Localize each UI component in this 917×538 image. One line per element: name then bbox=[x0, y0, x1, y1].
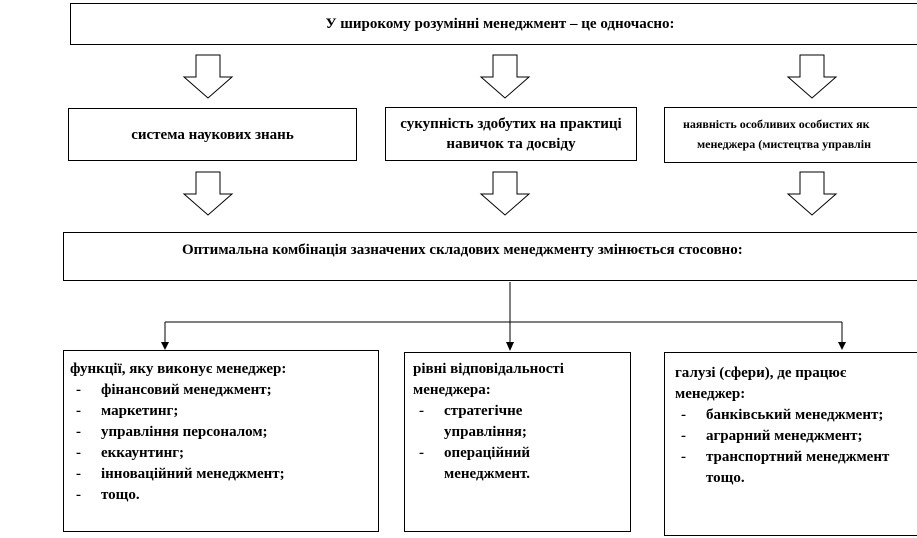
hollow-arrow-down bbox=[479, 54, 531, 99]
list-item: інноваційний менеджмент; bbox=[70, 464, 372, 485]
list-item: стратегічне управління; bbox=[413, 401, 590, 443]
factor-list: банківський менеджмент; аграрний менеджм… bbox=[675, 405, 917, 489]
list-item: операційний менеджмент. bbox=[413, 443, 590, 485]
list-item: еккаунтинг; bbox=[70, 443, 372, 464]
hollow-arrow-down bbox=[182, 171, 234, 216]
factor-heading: функції, яку виконує менеджер: bbox=[70, 361, 287, 377]
factor-box-responsibility: рівні відповідальності менеджера: страте… bbox=[404, 352, 631, 532]
component-box-knowledge: система наукових знань bbox=[68, 108, 357, 161]
list-item: маркетинг; bbox=[70, 401, 372, 422]
list-item: аграрний менеджмент; bbox=[675, 426, 917, 447]
component-text: менеджера (мистецтва управлін bbox=[697, 137, 872, 151]
hollow-arrow-down bbox=[479, 171, 531, 216]
factor-list: фінансовий менеджмент; маркетинг; управл… bbox=[70, 380, 372, 506]
factor-box-function: функції, яку виконує менеджер: фінансови… bbox=[63, 350, 379, 532]
arrowhead bbox=[838, 342, 846, 350]
hollow-arrow-down bbox=[182, 54, 234, 99]
component-text: сукупність здобутих на практиці навичок … bbox=[400, 116, 622, 152]
list-item: тощо. bbox=[70, 485, 372, 506]
hollow-arrow-down bbox=[786, 54, 838, 99]
component-box-experience: сукупність здобутих на практиці навичок … bbox=[385, 107, 637, 161]
factor-heading: галузі (сфери), де працює менеджер: bbox=[675, 365, 847, 402]
arrowhead bbox=[506, 342, 514, 351]
list-item: банківський менеджмент; bbox=[675, 405, 917, 426]
factor-heading: рівні відповідальності менеджера: bbox=[413, 361, 564, 398]
hollow-arrow-down bbox=[786, 171, 838, 216]
management-definition-box: У широкому розумінні менеджмент – це одн… bbox=[70, 3, 917, 45]
definition-text: У широкому розумінні менеджмент – це одн… bbox=[325, 16, 675, 32]
component-text: наявність особливих особистих як bbox=[683, 117, 870, 131]
factor-list: стратегічне управління; операційний мене… bbox=[413, 401, 590, 485]
list-item: фінансовий менеджмент; bbox=[70, 380, 372, 401]
combination-text: Оптимальна комбінація зазначених складов… bbox=[182, 242, 743, 258]
factor-box-industry: галузі (сфери), де працює менеджер: банк… bbox=[664, 352, 917, 536]
combination-box: Оптимальна комбінація зазначених складов… bbox=[63, 232, 917, 281]
component-text: система наукових знань bbox=[131, 126, 294, 143]
arrowhead bbox=[161, 342, 169, 350]
list-item: транспортний менеджмент тощо. bbox=[675, 447, 917, 489]
list-item: управління персоналом; bbox=[70, 422, 372, 443]
component-box-personal-qualities: наявність особливих особистих як менедже… bbox=[664, 107, 917, 163]
